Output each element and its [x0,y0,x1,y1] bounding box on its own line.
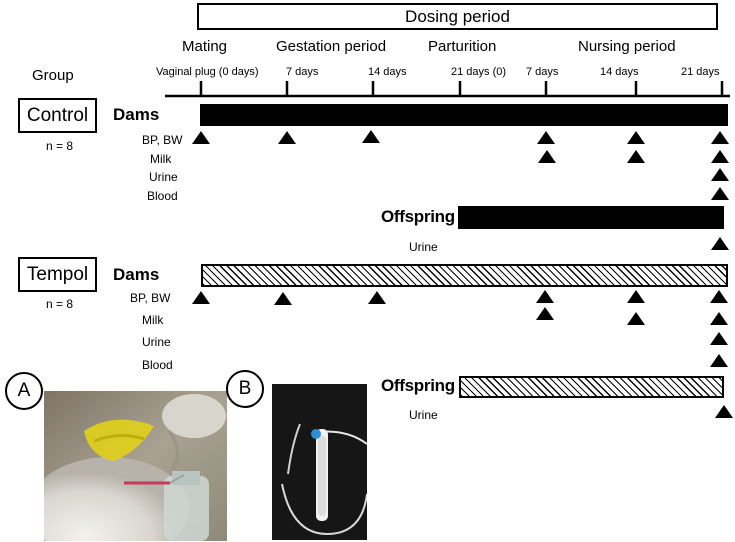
control-measure-urine: Urine [149,170,178,184]
tempol-offspring-bar [459,376,724,398]
control-bp-marker [192,131,210,144]
control-milk-marker [627,150,645,163]
control-offspring-urine: Urine [409,240,438,254]
tempol-bp-marker [274,292,292,305]
timeline-axis [165,81,730,98]
control-bp-marker [362,130,380,143]
control-group-box: Control [18,98,97,133]
tick-label-0: Vaginal plug (0 days) [156,66,259,78]
control-urine-marker [711,168,729,181]
control-group-label: Control [26,104,89,126]
tempol-bp-marker [627,290,645,303]
phase-gestation: Gestation period [276,38,387,55]
control-dams-label: Dams [113,105,160,124]
control-offspring-bar [458,206,724,229]
tempol-bp-marker [192,291,210,304]
tempol-group-label: Tempol [26,263,89,285]
control-measure-milk: Milk [150,152,172,166]
control-blood-marker [711,187,729,200]
control-bp-marker [711,131,729,144]
tempol-dams-bar [201,264,728,287]
tick-label-21-0: 21 days (0) [451,66,507,78]
photo-b-collection-tube [272,384,367,540]
phase-mating: Mating [182,38,228,55]
control-offspring-urine-marker [711,237,729,250]
phase-parturition: Parturition [428,38,497,55]
tempol-bp-marker [368,291,386,304]
photo-a-label-circle: A [5,372,43,410]
tempol-measure-urine: Urine [142,335,171,349]
control-bp-marker [627,131,645,144]
control-offspring-label: Offspring [381,207,455,226]
tempol-dams-label: Dams [113,265,160,284]
tick-label-14: 14 days [368,66,407,78]
tempol-urine-marker [710,332,728,345]
tempol-measure-blood: Blood [142,358,173,372]
photo-a-label: A [17,380,31,401]
tempol-blood-marker [710,354,728,367]
tempol-group-box: Tempol [18,257,97,292]
tick-label-n21: 21 days [681,66,720,78]
phase-nursing: Nursing period [578,38,676,55]
control-bp-marker [537,131,555,144]
control-dams-bar [200,104,728,126]
tempol-offspring-urine: Urine [409,408,438,422]
dosing-period-box: Dosing period [197,3,718,30]
tempol-offspring-label: Offspring [381,376,455,395]
control-bp-marker [278,131,296,144]
control-n-label: n = 8 [46,139,74,153]
tempol-offspring-urine-marker [715,405,733,418]
tempol-milk-marker [627,312,645,325]
tempol-n-label: n = 8 [46,297,74,311]
group-header: Group [32,67,74,84]
control-measure-blood: Blood [147,189,178,203]
control-milk-marker [538,150,556,163]
tick-label-n7: 7 days [526,66,559,78]
dosing-period-label: Dosing period [405,6,510,26]
tick-label-n14: 14 days [600,66,639,78]
tempol-bp-marker [536,290,554,303]
tick-label-7: 7 days [286,66,319,78]
tempol-milk-marker [536,307,554,320]
control-measure-bp-bw: BP, BW [142,133,183,147]
photo-a-milk-collection [44,391,227,541]
photo-b-label: B [238,378,252,399]
tempol-milk-marker [710,312,728,325]
tempol-bp-marker [710,290,728,303]
tempol-measure-bp-bw: BP, BW [130,291,171,305]
control-milk-marker [711,150,729,163]
tempol-measure-milk: Milk [142,313,164,327]
photo-b-label-circle: B [226,370,264,408]
